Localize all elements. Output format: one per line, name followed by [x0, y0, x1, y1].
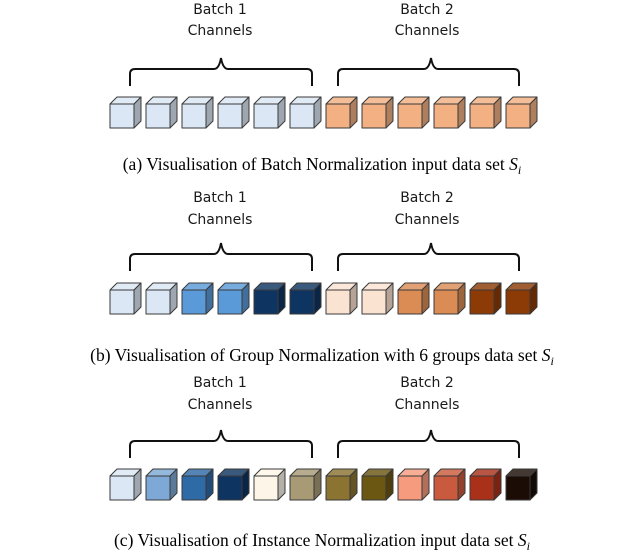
channel-cube [325, 282, 358, 315]
channel-cube [361, 468, 394, 501]
batch2-sublabel: Channels [395, 397, 460, 413]
channel-cube [217, 468, 250, 501]
channel-cube [145, 96, 178, 129]
channel-cube [469, 282, 502, 315]
channel-cube [505, 96, 538, 129]
channel-cube [253, 468, 286, 501]
channel-cube [469, 96, 502, 129]
channel-cube [109, 96, 142, 129]
channel-cube [433, 282, 466, 315]
cube-row [109, 282, 538, 315]
batch1-sublabel: Channels [188, 23, 253, 39]
batch1-brace [129, 57, 313, 86]
batch2-sublabel: Channels [395, 212, 460, 228]
batch2-brace [337, 429, 520, 458]
batch2-label: Batch 2 [400, 375, 454, 391]
channel-cube [505, 282, 538, 315]
batch1-sublabel: Channels [188, 212, 253, 228]
panel-c: Batch 1 Channels Batch 2 Channels (c) Vi… [109, 375, 538, 553]
channel-cube [145, 282, 178, 315]
channel-cube [325, 468, 358, 501]
cube-row [109, 468, 538, 501]
channel-cube [397, 468, 430, 501]
channel-cube [181, 282, 214, 315]
channel-cube [181, 468, 214, 501]
batch1-label: Batch 1 [193, 375, 247, 391]
channel-cube [397, 96, 430, 129]
channel-cube [361, 96, 394, 129]
channel-cube [361, 282, 394, 315]
channel-cube [253, 96, 286, 129]
panel-a: Batch 1 Channels Batch 2 Channels (a) Vi… [109, 2, 538, 177]
channel-cube [505, 468, 538, 501]
caption: (b) Visualisation of Group Normalization… [90, 345, 554, 368]
caption: (a) Visualisation of Batch Normalization… [123, 154, 522, 177]
channel-cube [289, 282, 322, 315]
channel-cube [217, 282, 250, 315]
batch2-label: Batch 2 [400, 190, 454, 206]
channel-cube [433, 468, 466, 501]
batch1-brace [129, 429, 313, 458]
batch2-sublabel: Channels [395, 23, 460, 39]
cube-row [109, 96, 538, 129]
channel-cube [217, 96, 250, 129]
batch1-sublabel: Channels [188, 397, 253, 413]
channel-cube [253, 282, 286, 315]
channel-cube [181, 96, 214, 129]
batch1-label: Batch 1 [193, 190, 247, 206]
batch1-label: Batch 1 [193, 2, 247, 18]
channel-cube [433, 96, 466, 129]
channel-cube [145, 468, 178, 501]
channel-cube [109, 282, 142, 315]
channel-cube [289, 96, 322, 129]
caption: (c) Visualisation of Instance Normalizat… [114, 530, 530, 553]
channel-cube [469, 468, 502, 501]
batch2-label: Batch 2 [400, 2, 454, 18]
panel-b: Batch 1 Channels Batch 2 Channels (b) Vi… [90, 190, 554, 368]
batch2-brace [337, 242, 520, 271]
channel-cube [109, 468, 142, 501]
batch2-brace [337, 57, 520, 86]
batch1-brace [129, 242, 313, 271]
channel-cube [289, 468, 322, 501]
channel-cube [325, 96, 358, 129]
channel-cube [397, 282, 430, 315]
